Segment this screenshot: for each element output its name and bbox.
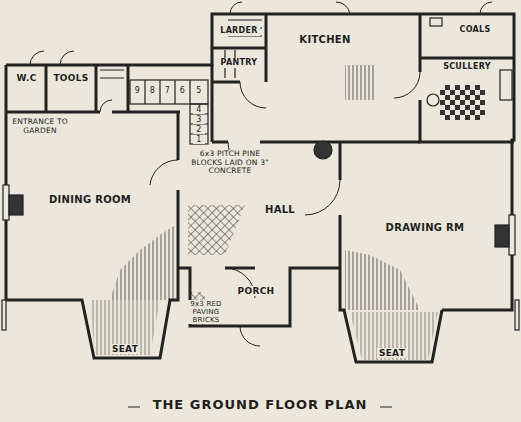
stair-number: 8	[147, 86, 158, 95]
room: PORCH	[228, 283, 284, 299]
stair-number: 4	[193, 105, 205, 114]
stair-number: 5	[193, 86, 205, 95]
room: SEAT	[362, 346, 422, 360]
room-name: DRAWING RM	[384, 222, 467, 234]
room-name: SEAT	[377, 348, 407, 358]
windows-and-fireplaces	[2, 18, 519, 330]
room: PANTRY	[214, 56, 264, 70]
room: HALL	[240, 200, 320, 220]
room: SEAT	[100, 342, 150, 356]
room-name: SEAT	[110, 344, 140, 354]
stair-number: 2	[193, 125, 205, 134]
room-name: KITCHEN	[297, 34, 352, 46]
floor-note: 6x3 PITCH PINE BLOCKS LAID ON 3" CONCRET…	[184, 150, 276, 176]
room-name: COALS	[457, 25, 492, 34]
room: TOOLS	[47, 68, 95, 88]
stair-number: 3	[193, 115, 205, 124]
room-name: PORCH	[236, 286, 277, 296]
room: DINING ROOM	[30, 190, 150, 210]
room-name: PANTRY	[219, 58, 260, 67]
room-name: LARDER	[218, 26, 260, 35]
stair-number: 6	[177, 86, 188, 95]
room: DRAWING RM	[360, 218, 490, 238]
room: SCULLERY	[422, 60, 512, 74]
note-text: ENTRANCE TO GARDEN	[8, 118, 72, 135]
room: W.C	[8, 68, 45, 88]
stair-number: 9	[132, 86, 143, 95]
stair-number: 1	[193, 135, 205, 144]
stair-number: 7	[162, 86, 173, 95]
walls	[6, 14, 514, 362]
room: LARDER	[214, 24, 264, 38]
room-name: HALL	[263, 204, 297, 216]
room: COALS	[440, 22, 510, 38]
floor-note: 9x3 RED PAVING BRICKS	[186, 300, 226, 324]
floor-hatching	[90, 65, 485, 360]
room-name: TOOLS	[51, 73, 90, 83]
room-name: SCULLERY	[441, 62, 493, 71]
room: KITCHEN	[280, 30, 370, 50]
door-swings	[30, 2, 492, 346]
room-name: W.C	[14, 73, 38, 83]
room-name: DINING ROOM	[47, 194, 133, 206]
plan-title: THE GROUND FLOOR PLAN	[140, 397, 380, 412]
stair-treads	[100, 20, 262, 144]
